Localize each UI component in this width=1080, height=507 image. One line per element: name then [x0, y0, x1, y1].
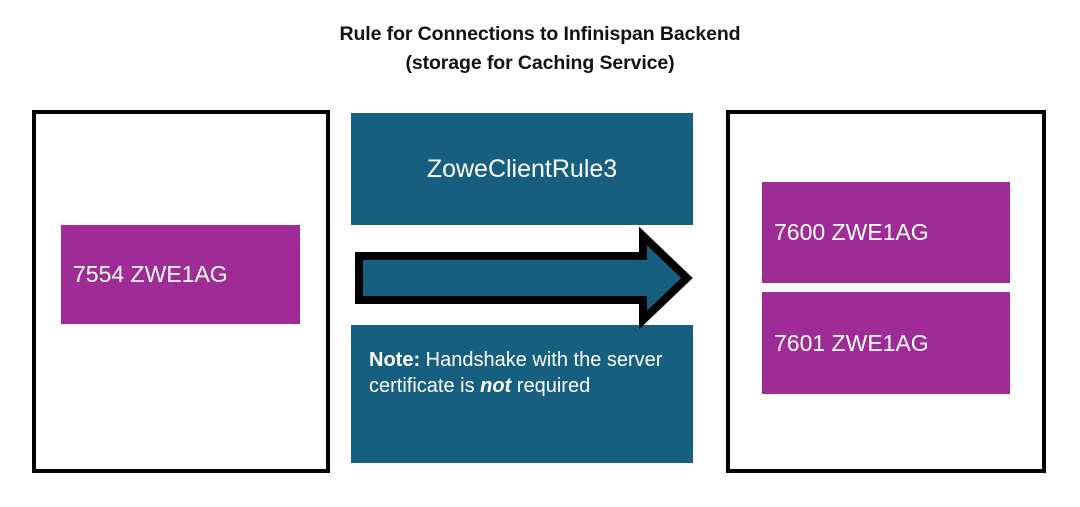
rule-panel-bottom-band: Note: Handshake with the server certific… — [351, 325, 693, 463]
diagram-title-line-1: Rule for Connections to Infinispan Backe… — [339, 23, 741, 45]
rule-note-text-after: required — [511, 375, 591, 397]
diagram-title-line-2: (storage for Caching Service) — [405, 52, 675, 74]
rule-panel-top-band: ZoweClientRule3 — [351, 113, 693, 225]
rule-note-emphasis: not — [480, 375, 512, 397]
rule-name-label: ZoweClientRule3 — [426, 155, 618, 183]
flow-arrow-icon — [355, 226, 693, 330]
endpoint-7554: 7554 ZWE1AG — [61, 225, 300, 324]
diagram-title: Rule for Connections to Infinispan Backe… — [0, 20, 1080, 78]
rule-note: Note: Handshake with the server certific… — [369, 347, 675, 399]
rule-note-label: Note: — [369, 349, 421, 371]
rule-panel: ZoweClientRule3 Note: Handshake with the… — [351, 113, 693, 463]
rule-note-text-before: Handshake with the server certificate is — [369, 349, 663, 397]
backend-container-box — [726, 110, 1046, 473]
endpoint-7600: 7600 ZWE1AG — [762, 182, 1010, 283]
endpoint-7601: 7601 ZWE1AG — [762, 292, 1010, 394]
